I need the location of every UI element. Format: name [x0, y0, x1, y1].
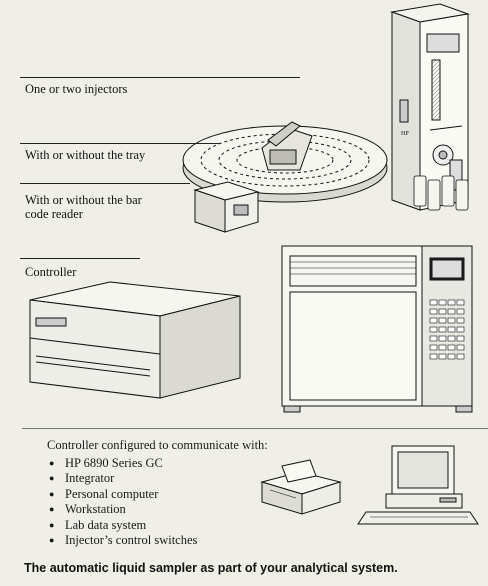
bar-code-label-line-2: code reader [25, 207, 83, 221]
integrator [260, 459, 342, 515]
controller-rule [20, 258, 140, 259]
personal-computer [357, 445, 479, 525]
tray-rule [20, 143, 220, 144]
list-item: Injector’s control switches [47, 533, 268, 549]
vial-cluster [413, 175, 469, 211]
communication-heading: Controller configured to communicate wit… [47, 438, 268, 452]
tray-label: With or without the tray [25, 148, 146, 162]
bar-code-rule [20, 183, 190, 184]
list-item: Integrator [47, 471, 268, 487]
bar-code-label-line-1: With or without the bar [25, 193, 142, 207]
gas-chromatograph [281, 245, 473, 413]
list-item: Lab data system [47, 518, 268, 534]
controller-label: Controller [25, 265, 77, 279]
communication-list: Controller configured to communicate wit… [47, 438, 268, 549]
figure-caption: The automatic liquid sampler as part of … [24, 561, 398, 575]
bar-code-reader [193, 181, 260, 233]
injectors-rule [20, 77, 300, 78]
list-item: Workstation [47, 502, 268, 518]
section-divider [22, 428, 488, 429]
communication-items: HP 6890 Series GC Integrator Personal co… [47, 456, 268, 549]
list-item: Personal computer [47, 487, 268, 503]
svg-text:HP: HP [401, 131, 409, 137]
injectors-label: One or two injectors [25, 82, 128, 96]
injector-tower: HP [390, 3, 470, 211]
controller-box [29, 281, 241, 399]
list-item: HP 6890 Series GC [47, 456, 268, 472]
